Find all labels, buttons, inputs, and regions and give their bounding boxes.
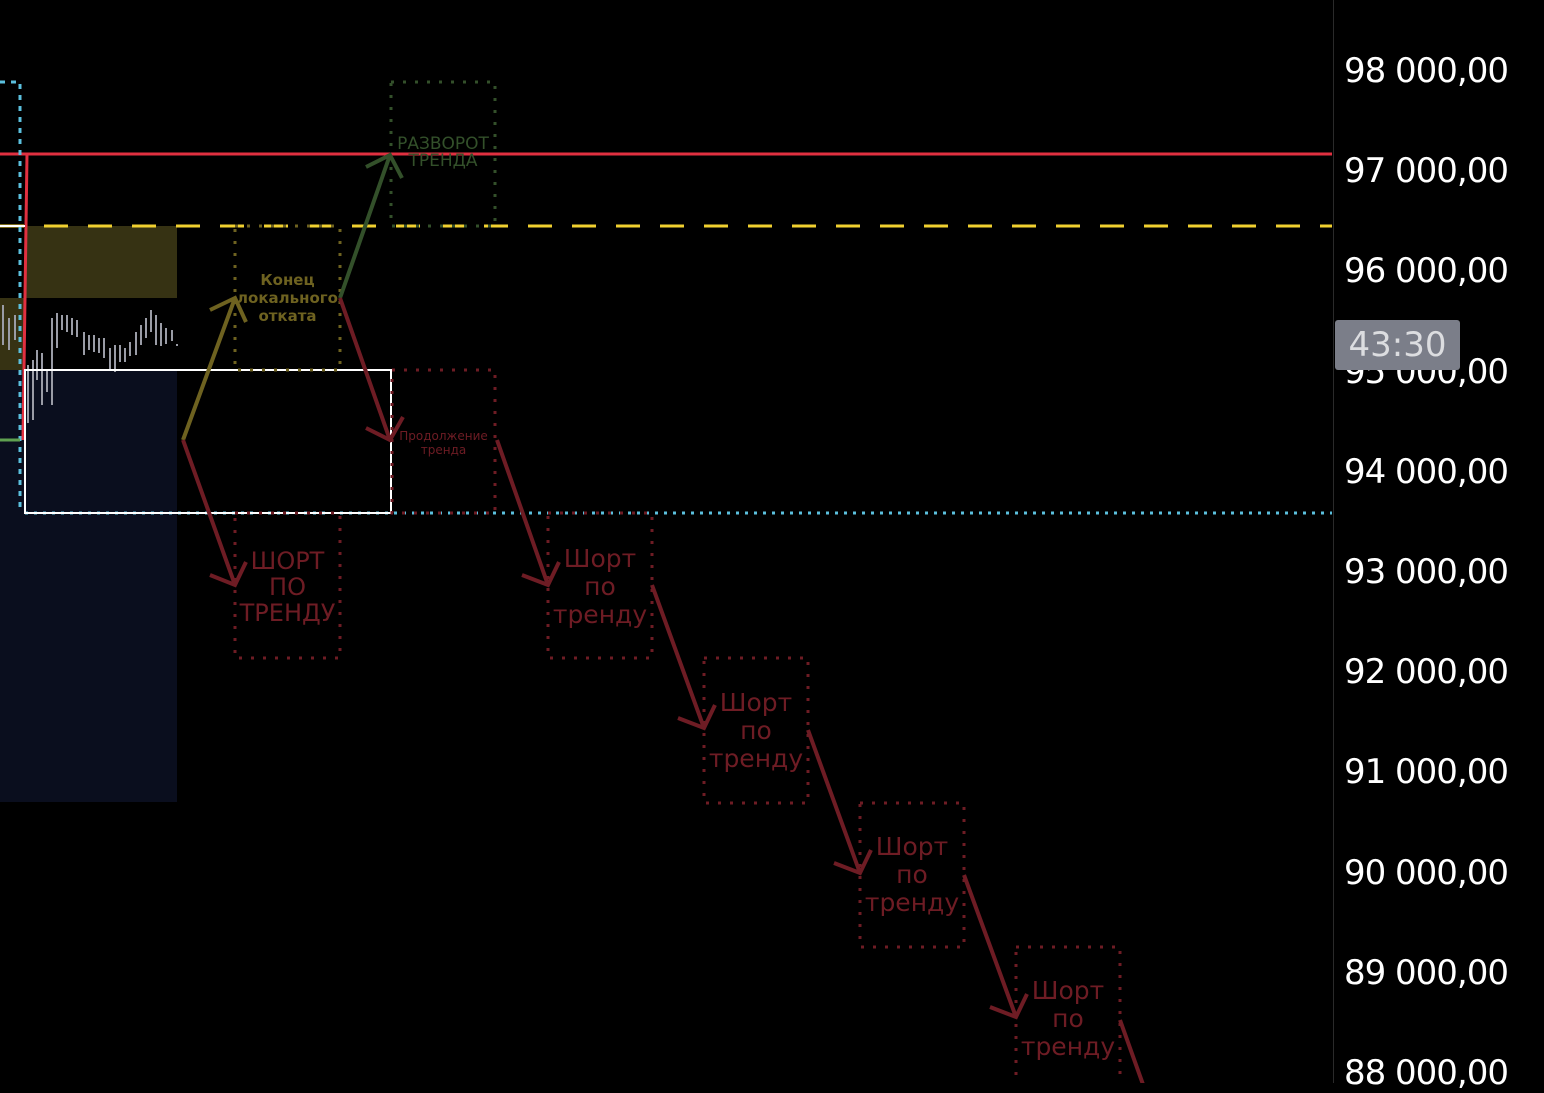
label-line: Продолжение <box>399 429 488 443</box>
blue-zone <box>0 370 177 802</box>
short-box-3[interactable] <box>702 656 810 805</box>
label-line: Шорт <box>719 688 793 717</box>
countdown-badge: 43:30 <box>1335 320 1460 370</box>
short-arrow-5[interactable] <box>962 874 1029 1020</box>
short-arrow-4[interactable] <box>806 729 873 876</box>
label-line: ТРЕНДА <box>408 151 478 171</box>
label-line: ТРЕНДУ <box>239 599 336 627</box>
continuation-label: Продолжение тренда <box>392 429 495 457</box>
olive-zone-left <box>0 298 25 370</box>
label-line: локального <box>237 289 338 307</box>
pullback-label: Конец локального отката <box>235 271 340 325</box>
price-tick-label: 90 000,00 <box>1343 852 1509 893</box>
label-line: по <box>740 716 772 745</box>
short-label-2: Шорт по тренду <box>548 545 652 629</box>
short-box-4[interactable] <box>858 801 966 949</box>
candles <box>2 305 178 423</box>
continuation-arrow[interactable] <box>338 297 405 443</box>
label-line: тренду <box>708 744 804 773</box>
label-line: тренда <box>420 443 467 457</box>
short-arrow-6[interactable] <box>1118 1019 1145 1083</box>
price-tick-label: 94 000,00 <box>1343 451 1509 492</box>
label-line: ПО <box>269 573 306 601</box>
label-line: по <box>584 572 616 601</box>
reversal-box[interactable] <box>389 80 497 228</box>
label-line: тренду <box>864 888 960 917</box>
price-tick-label: 96 000,00 <box>1343 251 1509 292</box>
label-line: по <box>1052 1004 1084 1033</box>
short-arrow-3[interactable] <box>650 584 717 731</box>
label-line: Шорт <box>875 832 949 861</box>
price-tick-label: 97 000,00 <box>1343 151 1509 192</box>
short-arrow-1[interactable] <box>181 439 248 588</box>
short-arrow-2[interactable] <box>495 439 561 588</box>
olive-zone <box>25 226 177 298</box>
label-line: тренду <box>552 600 648 629</box>
price-tick-label: 89 000,00 <box>1343 952 1509 993</box>
short-label-3: Шорт по тренду <box>704 689 808 773</box>
label-line: тренду <box>1020 1032 1116 1061</box>
label-line: РАЗВОРОТ <box>397 134 489 154</box>
short-label-1: ШОРТ ПО ТРЕНДУ <box>235 548 340 626</box>
label-line: ШОРТ <box>250 547 325 575</box>
red-vertical <box>21 153 29 441</box>
label-line: Шорт <box>563 544 637 573</box>
price-tick-label: 92 000,00 <box>1343 652 1509 693</box>
price-tick-label: 88 000,00 <box>1343 1053 1509 1093</box>
short-box-2[interactable] <box>546 511 654 660</box>
continuation-box[interactable] <box>390 368 497 515</box>
label-line: отката <box>258 307 317 325</box>
short-box-1[interactable] <box>233 511 342 660</box>
label-line: Шорт <box>1031 976 1105 1005</box>
price-tick-label: 91 000,00 <box>1343 752 1509 793</box>
price-tick-label: 98 000,00 <box>1343 51 1509 91</box>
label-line: Конец <box>260 271 315 289</box>
short-label-5: Шорт по тренду <box>1016 977 1120 1061</box>
price-tick-label: 93 000,00 <box>1343 552 1509 592</box>
pullback-arrow[interactable] <box>181 295 248 441</box>
reversal-arrow[interactable] <box>338 152 404 299</box>
short-label-4: Шорт по тренду <box>860 833 964 917</box>
reversal-label: РАЗВОРОТ ТРЕНДА <box>391 136 495 170</box>
label-line: по <box>896 860 928 889</box>
pullback-box[interactable] <box>233 224 342 372</box>
